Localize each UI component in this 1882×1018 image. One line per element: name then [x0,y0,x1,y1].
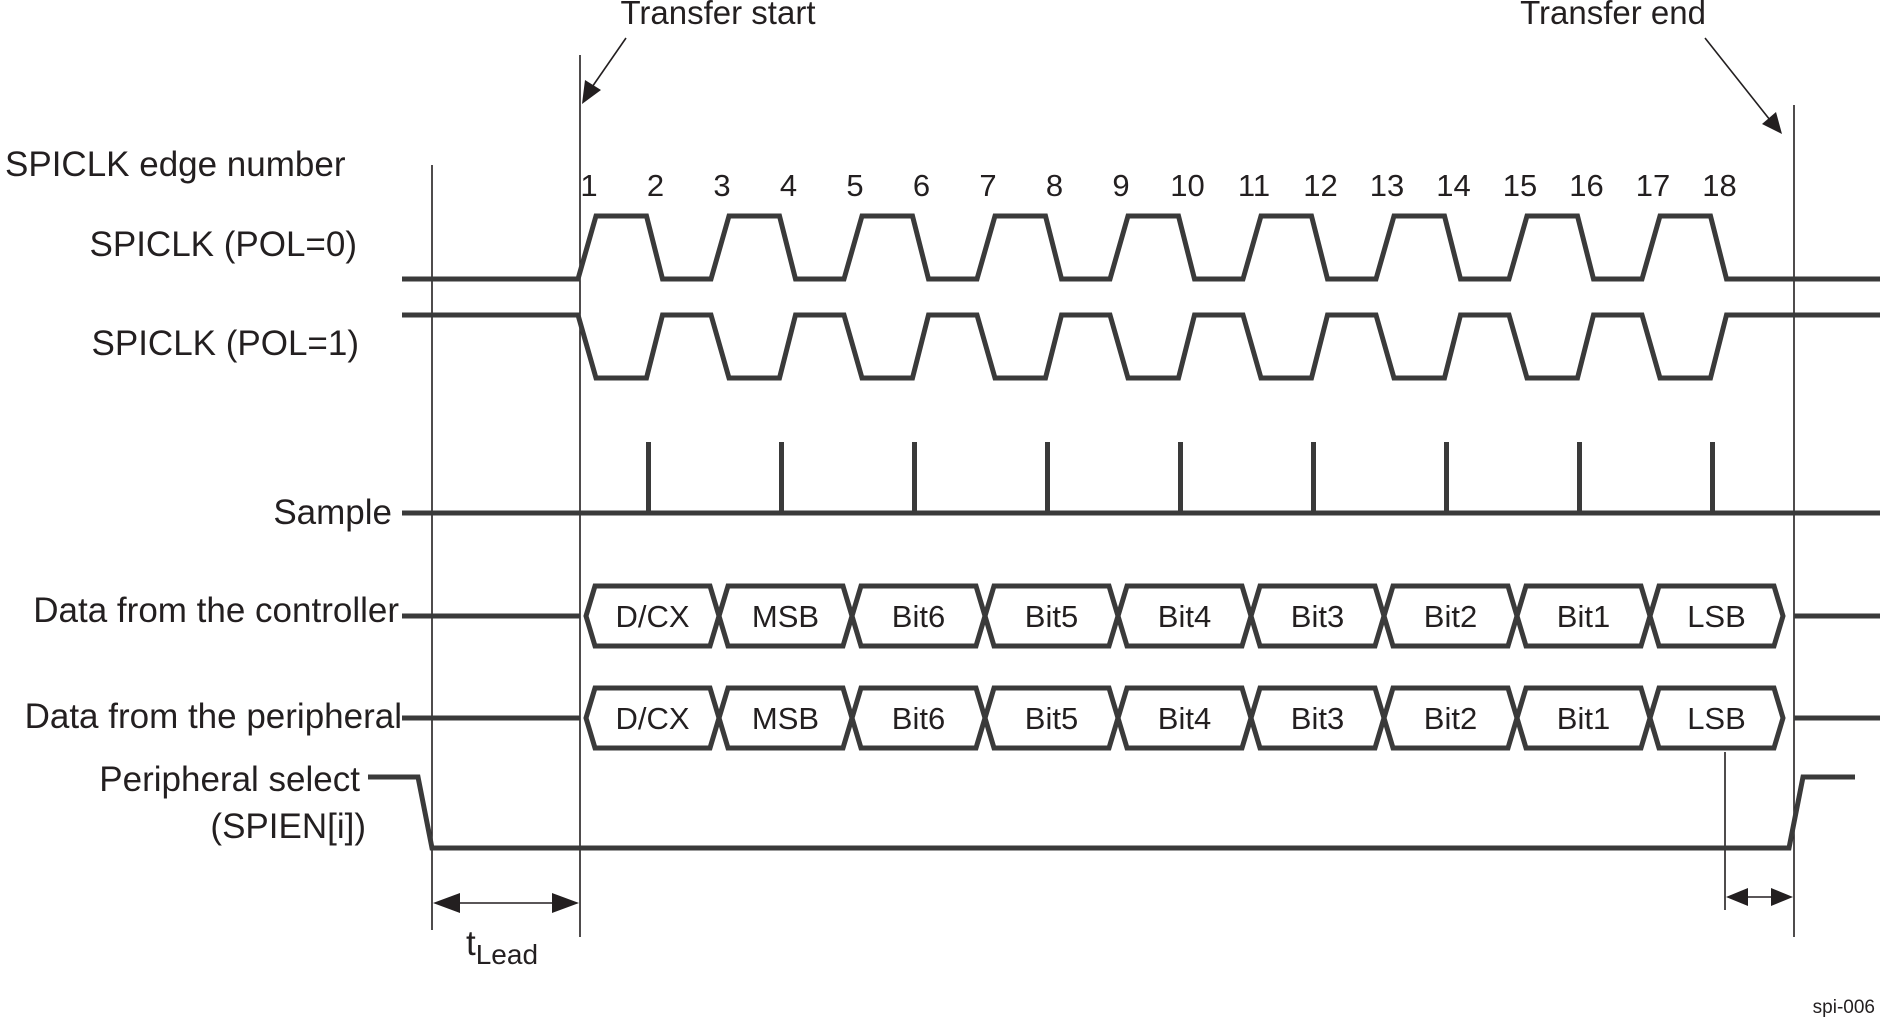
t-lag-left-arrowhead [1726,888,1748,906]
peripheral-bit-label-1: D/CX [615,701,689,736]
peripheral-bit-label-4: Bit5 [1025,701,1078,736]
data-peripheral-label: Data from the peripheral [25,697,402,736]
spiclk-pol0-label: SPICLK (POL=0) [90,225,357,264]
controller-bit-label-1: D/CX [615,599,689,634]
edge-number-7: 7 [979,168,996,203]
peripheral-select-waveform [368,774,1855,851]
transfer-start-arrowhead [582,80,601,104]
t-lead-main: t [466,924,476,963]
edge-number-6: 6 [913,168,930,203]
peripheral-bit-label-6: Bit3 [1291,701,1344,736]
data-peripheral-bus: D/CX MSB Bit6 Bit5 Bit4 Bit3 Bit2 Bit1 LSB [402,685,1880,751]
edge-number-8: 8 [1046,168,1063,203]
controller-bit-label-7: Bit2 [1424,599,1477,634]
peripheral-bit-label-5: Bit4 [1158,701,1211,736]
edge-number-11: 11 [1238,168,1270,203]
figure-id: spi-006 [1813,997,1875,1018]
peripheral-bit-label-7: Bit2 [1424,701,1477,736]
edge-number-9: 9 [1112,168,1129,203]
controller-cell-9 [1647,583,1786,649]
edge-number-18: 18 [1702,168,1736,203]
spiclk-pol1-waveform [402,312,1880,381]
edge-number-4: 4 [780,168,797,203]
controller-bit-label-2: MSB [752,599,819,634]
edge-number-2: 2 [647,168,664,203]
t-lag-right-arrowhead [1771,888,1793,906]
t-lead-subscript: Lead [476,939,538,970]
transfer-start-label: Transfer start [621,0,816,31]
controller-bit-label-9: LSB [1687,599,1746,634]
controller-bit-label-8: Bit1 [1557,599,1610,634]
edge-number-17: 17 [1636,168,1670,203]
transfer-end-pointer [1704,37,1771,121]
peripheral-bit-label-2: MSB [752,701,819,736]
t-lead-label: tLead [466,924,538,970]
data-controller-label: Data from the controller [33,591,399,630]
peripheral-select-label: Peripheral select [99,760,360,799]
peripheral-cell-9 [1647,685,1786,751]
edge-number-5: 5 [846,168,863,203]
spien-label: (SPIEN[i]) [210,807,366,846]
edge-number-13: 13 [1370,168,1404,203]
data-controller-bus: D/CX MSB Bit6 Bit5 Bit4 Bit3 Bit2 Bit1 LSB [402,583,1880,649]
transfer-start-pointer [589,37,627,91]
edge-number-10: 10 [1170,168,1204,203]
t-lead-left-arrowhead [433,893,460,913]
spiclk-pol0-waveform [402,213,1880,282]
transfer-end-label: Transfer end [1520,0,1706,31]
edge-number-16: 16 [1569,168,1603,203]
controller-bit-label-6: Bit3 [1291,599,1344,634]
peripheral-bit-label-8: Bit1 [1557,701,1610,736]
sample-label: Sample [273,493,392,532]
edge-number-15: 15 [1503,168,1537,203]
peripheral-bit-label-9: LSB [1687,701,1746,736]
t-lead-right-arrowhead [552,893,579,913]
edge-number-14: 14 [1436,168,1470,203]
sample-waveform [402,442,1880,516]
edge-number-1: 1 [580,168,597,203]
edge-number-12: 12 [1303,168,1337,203]
controller-bit-label-4: Bit5 [1025,599,1078,634]
transfer-end-arrowhead [1762,112,1782,134]
edge-number-3: 3 [713,168,730,203]
spiclk-pol1-label: SPICLK (POL=1) [92,324,359,363]
controller-bit-label-3: Bit6 [892,599,945,634]
edge-number-label: SPICLK edge number [5,145,346,184]
peripheral-bit-label-3: Bit6 [892,701,945,736]
controller-bit-label-5: Bit4 [1158,599,1211,634]
